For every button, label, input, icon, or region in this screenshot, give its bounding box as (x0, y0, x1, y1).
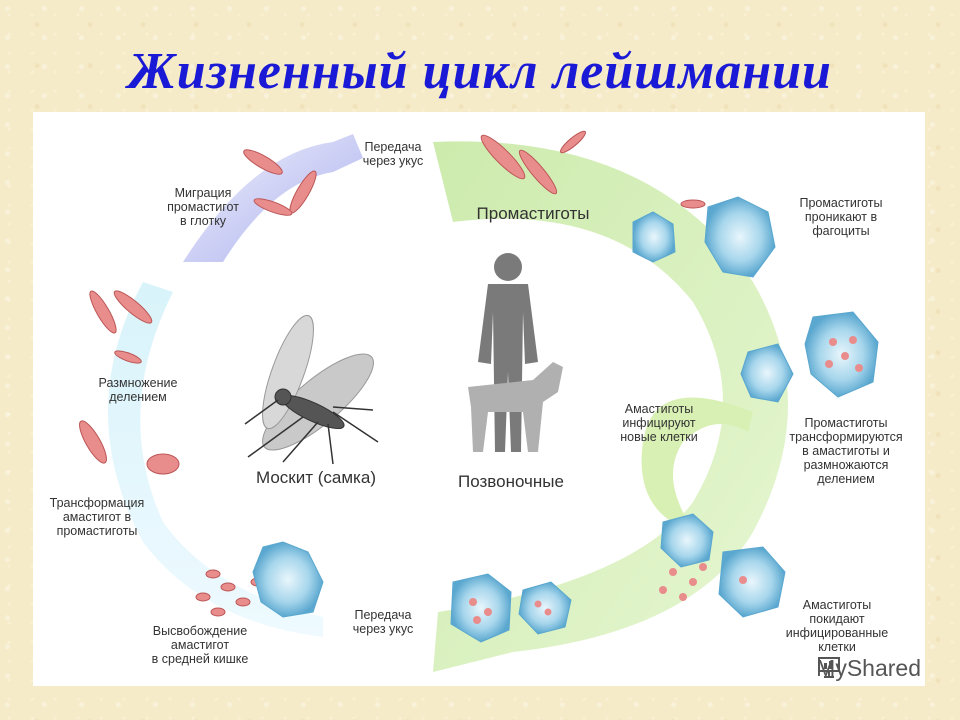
human-silhouette (478, 253, 538, 452)
insect-cycle-arrow-top (183, 134, 363, 262)
watermark: MyShared (816, 655, 921, 682)
promastigote-group-vertebrate (480, 130, 706, 209)
promastigote-group-top (243, 149, 317, 216)
label-transform-vertebrate: Промастиготы трансформируются в амастиго… (789, 416, 903, 486)
amastigotes-inside-cells (469, 336, 863, 624)
diagram-graphics (79, 130, 879, 672)
slide-title: Жизненный цикл лейшмании (128, 43, 832, 100)
label-release: Высвобождение амастигот в средней кишке (151, 624, 249, 666)
phagocyte-cells (450, 196, 879, 643)
amastigote-group-midgut (195, 569, 266, 617)
label-reproduction: Размножение делением (98, 376, 178, 404)
label-vertebrates: Позвоночные (458, 472, 564, 491)
dog-silhouette (468, 362, 563, 452)
infected-cell-midgut (252, 541, 324, 618)
lifecycle-diagram: Передача через укус Миграция промастигот… (33, 112, 925, 686)
mosquito-figure (244, 314, 379, 465)
insect-cycle-arrow-left (108, 282, 323, 637)
label-mosquito: Москит (самка) (256, 468, 376, 487)
label-transmission-bottom: Передача через укус (352, 608, 414, 636)
label-penetrate: Промастиготы проникают в фагоциты (799, 196, 883, 238)
label-migration: Миграция промастигот в глотку (167, 186, 239, 228)
presentation-icon (818, 657, 841, 678)
promastigote-group-left (79, 290, 180, 475)
label-amastigotes-infect: Амастиготы инфицируют новые клетки (620, 402, 698, 444)
label-transformation-insect: Трансформация амастигот в промастиготы (49, 496, 145, 538)
label-transmission-top: Передача через укус (362, 140, 424, 168)
vertebrate-inner-arrow (641, 397, 753, 532)
label-promastigotes: Промастиготы (476, 204, 590, 223)
label-amastigotes-leave: Амастиготы покидают инфицированные клетк… (785, 598, 889, 654)
